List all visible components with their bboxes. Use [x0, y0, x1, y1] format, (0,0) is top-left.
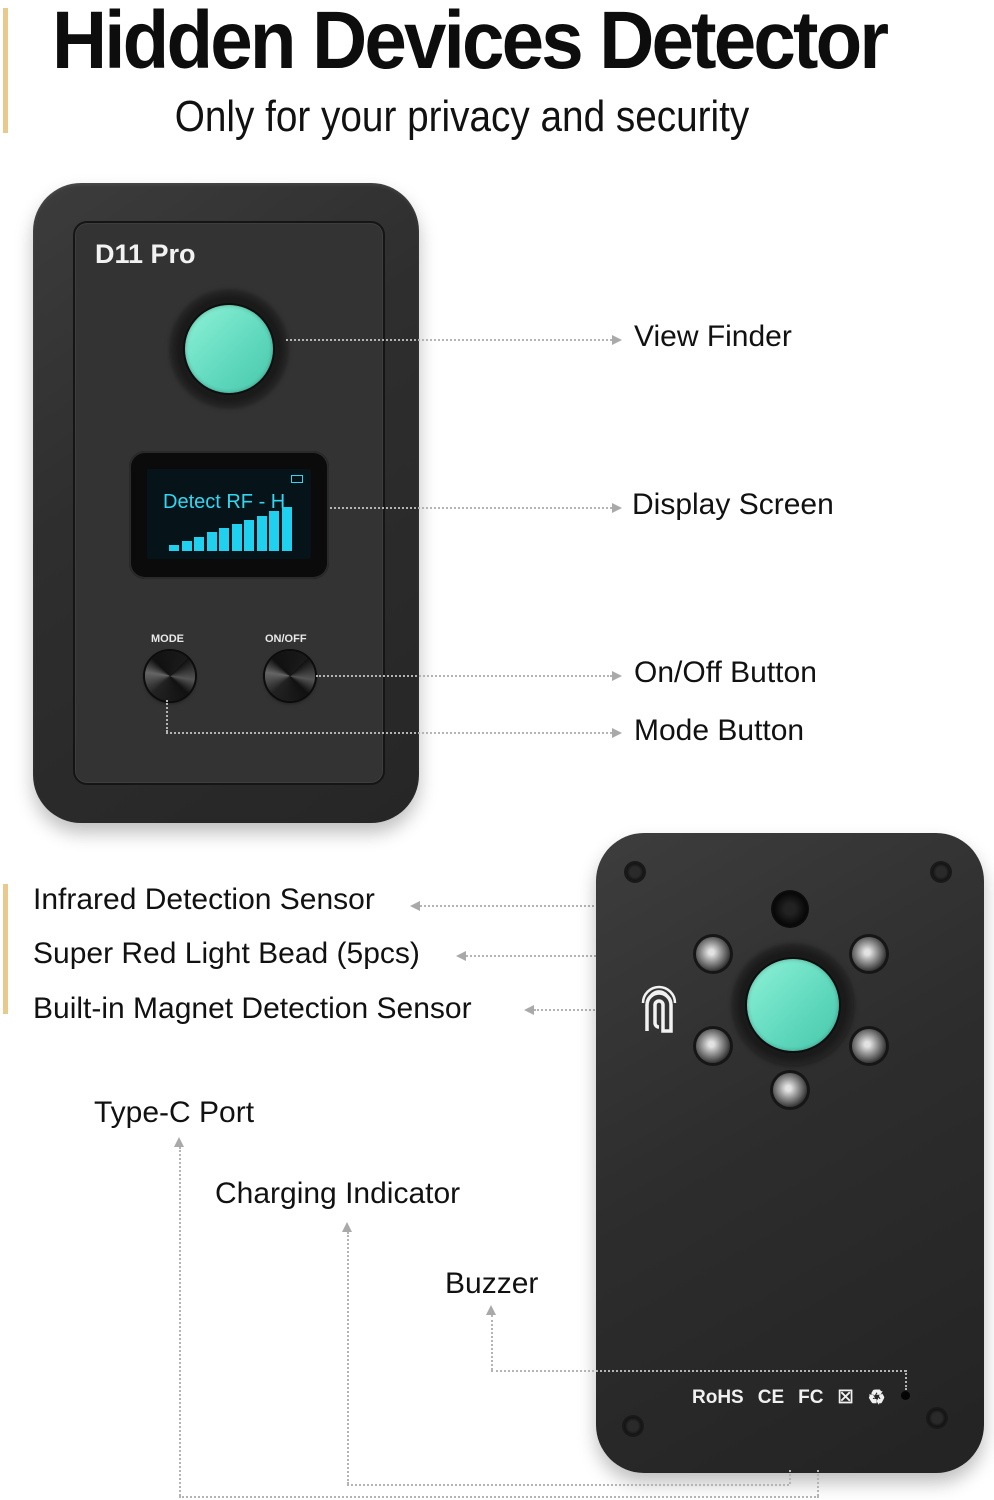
- recycle-icon: ♻: [867, 1387, 886, 1409]
- callout-red-light-bead: Super Red Light Bead (5pcs): [33, 937, 420, 970]
- callout-magnet-sensor: Built-in Magnet Detection Sensor: [33, 992, 472, 1025]
- callout-buzzer: Buzzer: [445, 1267, 539, 1300]
- certification-marks: RoHS CE FC ☒ ♻: [692, 1385, 886, 1410]
- red-light-bead: [852, 937, 886, 971]
- led-leader-line: [466, 955, 688, 957]
- display-panel: Detect RF - H: [147, 469, 311, 559]
- view-finder-leader-line: [286, 339, 612, 341]
- signal-bar: [281, 507, 292, 551]
- arrow-right-icon: [612, 671, 622, 681]
- arrow-up-icon: [342, 1222, 352, 1232]
- charging-leader-line-bottom: [347, 1484, 789, 1486]
- arrow-right-icon: [612, 335, 622, 345]
- mode-leader-line-vertical: [166, 700, 168, 732]
- arrow-up-icon: [174, 1137, 184, 1147]
- display-screen: Detect RF - H: [129, 451, 329, 579]
- signal-bar: [219, 528, 229, 551]
- mode-label: MODE: [151, 633, 184, 645]
- arrow-up-icon: [486, 1305, 496, 1315]
- arrow-left-icon: [410, 901, 420, 911]
- signal-bar: [269, 511, 279, 551]
- arrow-right-icon: [612, 503, 622, 513]
- buzzer-leader-line-down: [905, 1370, 907, 1390]
- display-text: Detect RF - H: [163, 491, 286, 513]
- red-light-bead: [852, 1029, 886, 1063]
- red-light-bead: [696, 1029, 730, 1063]
- charging-leader-line-up: [789, 1470, 791, 1484]
- view-finder-lens: [185, 305, 273, 393]
- fcc-mark: FC: [798, 1386, 824, 1408]
- section-accent-bar: [3, 884, 8, 1014]
- signal-bar: [206, 532, 217, 551]
- red-light-bead: [773, 1073, 807, 1107]
- arrow-left-icon: [524, 1005, 534, 1015]
- signal-bar: [231, 524, 242, 551]
- buzzer-leader-line-horizontal: [491, 1370, 906, 1372]
- signal-bar: [256, 515, 267, 551]
- page-title: Hidden Devices Detector: [52, 0, 889, 86]
- callout-mode-button: Mode Button: [634, 714, 805, 747]
- onoff-leader-line: [316, 675, 612, 677]
- arrow-left-icon: [456, 951, 466, 961]
- ce-mark: CE: [757, 1386, 785, 1408]
- model-label: D11 Pro: [95, 239, 196, 269]
- screw-icon: [626, 863, 644, 881]
- display-leader-line: [330, 507, 612, 509]
- infrared-sensor: [771, 890, 809, 928]
- screw-icon: [932, 863, 950, 881]
- buzzer: [901, 1391, 910, 1400]
- callout-infrared-sensor: Infrared Detection Sensor: [33, 883, 375, 916]
- front-device: D11 Pro Detect RF - H MODE ON/OFF: [33, 183, 419, 823]
- screw-icon: [624, 1417, 642, 1435]
- charging-leader-line: [347, 1232, 349, 1484]
- signal-bar: [181, 540, 192, 551]
- type-c-leader-line: [179, 1147, 181, 1496]
- page-subtitle: Only for your privacy and security: [174, 92, 750, 141]
- onoff-button[interactable]: [265, 651, 315, 701]
- weee-icon: ☒: [837, 1387, 854, 1407]
- signal-meter: [169, 507, 319, 551]
- callout-type-c-port: Type-C Port: [94, 1096, 255, 1129]
- signal-bar: [169, 545, 179, 551]
- type-c-leader-line-bottom: [179, 1496, 819, 1498]
- front-panel: D11 Pro Detect RF - H MODE ON/OFF: [73, 221, 385, 785]
- mode-button[interactable]: [145, 651, 195, 701]
- callout-view-finder: View Finder: [634, 320, 792, 353]
- back-device: RoHS CE FC ☒ ♻: [596, 833, 984, 1473]
- mode-leader-line: [166, 732, 612, 734]
- callout-charging-indicator: Charging Indicator: [215, 1177, 461, 1210]
- type-c-leader-line-up: [817, 1470, 819, 1496]
- rohs-mark: RoHS: [692, 1386, 744, 1408]
- callout-onoff-button: On/Off Button: [634, 656, 817, 689]
- back-view-finder-lens: [747, 959, 839, 1051]
- back-view-finder: [733, 945, 853, 1065]
- arrow-right-icon: [612, 728, 622, 738]
- battery-icon: [291, 475, 303, 483]
- callout-display-screen: Display Screen: [632, 488, 834, 521]
- signal-bar: [244, 519, 254, 551]
- onoff-label: ON/OFF: [265, 633, 307, 645]
- magnet-icon: [641, 985, 677, 1033]
- infrared-leader-line: [420, 905, 770, 907]
- screw-icon: [928, 1409, 946, 1427]
- red-light-bead: [696, 937, 730, 971]
- signal-bar: [194, 536, 204, 551]
- buzzer-leader-line: [491, 1315, 493, 1370]
- header-accent-bar: [3, 8, 8, 133]
- magnet-leader-line: [534, 1009, 638, 1011]
- view-finder: [171, 291, 287, 407]
